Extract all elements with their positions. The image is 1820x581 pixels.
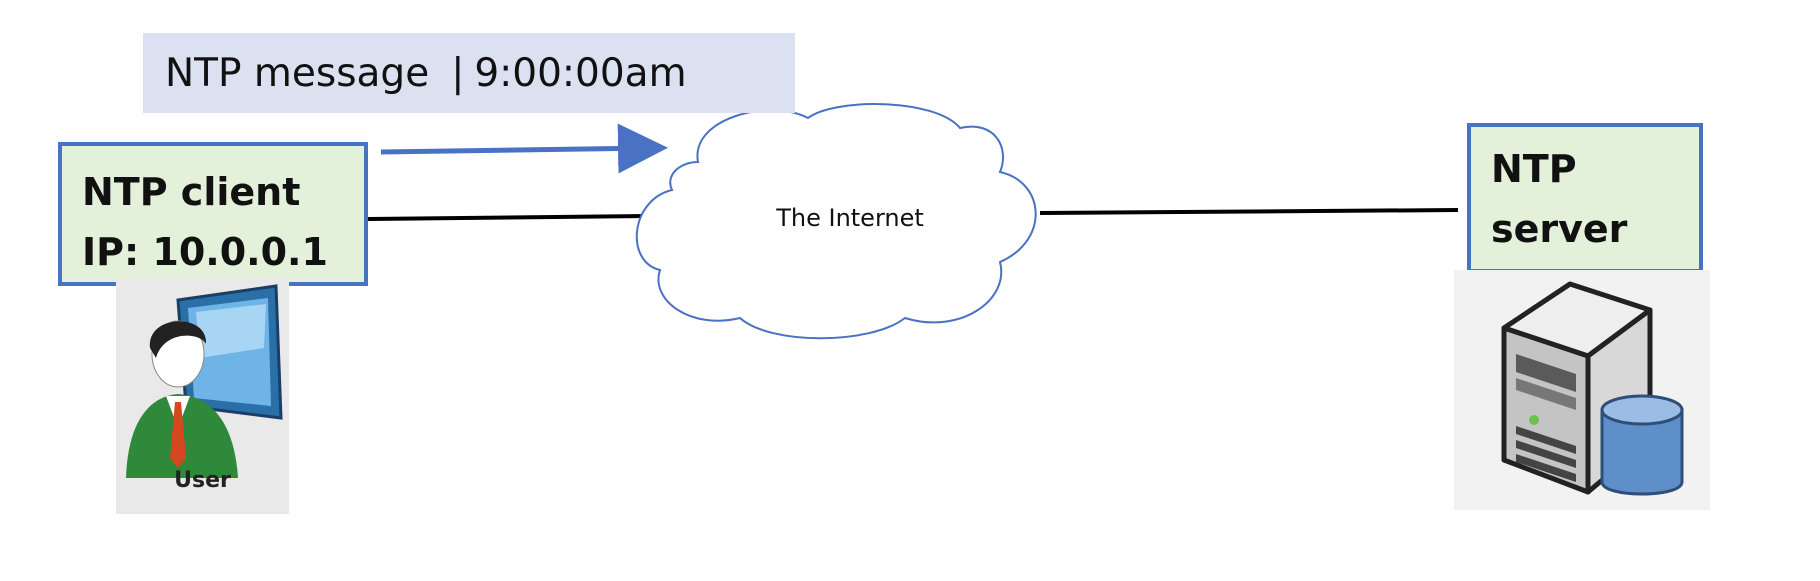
server-title-line1: NTP [1491,147,1577,191]
message-time: 9:00:00am [474,50,687,96]
server-title-line2: server [1491,207,1628,251]
server-illustration [1501,281,1684,496]
user-caption: User [174,468,231,493]
message-separator: | [451,50,465,96]
user-at-computer-icon: User [116,278,289,514]
internet-label: The Internet [776,204,924,232]
client-to-internet-link [367,214,651,221]
server-with-database-icon [1454,270,1710,510]
ntp-message-label: NTP message | 9:00:00am [143,33,795,113]
ntp-client-box: NTP client IP: 10.0.0.1 [58,142,368,286]
message-arrow [380,123,668,174]
internet-to-server-link [1039,208,1459,215]
cloud-icon [635,103,1037,340]
ntp-server-box: NTP server [1467,123,1703,273]
client-title: NTP client [82,170,301,214]
user-illustration [126,284,283,478]
message-label: NTP message [165,50,430,96]
client-ip: IP: 10.0.0.1 [82,230,328,274]
